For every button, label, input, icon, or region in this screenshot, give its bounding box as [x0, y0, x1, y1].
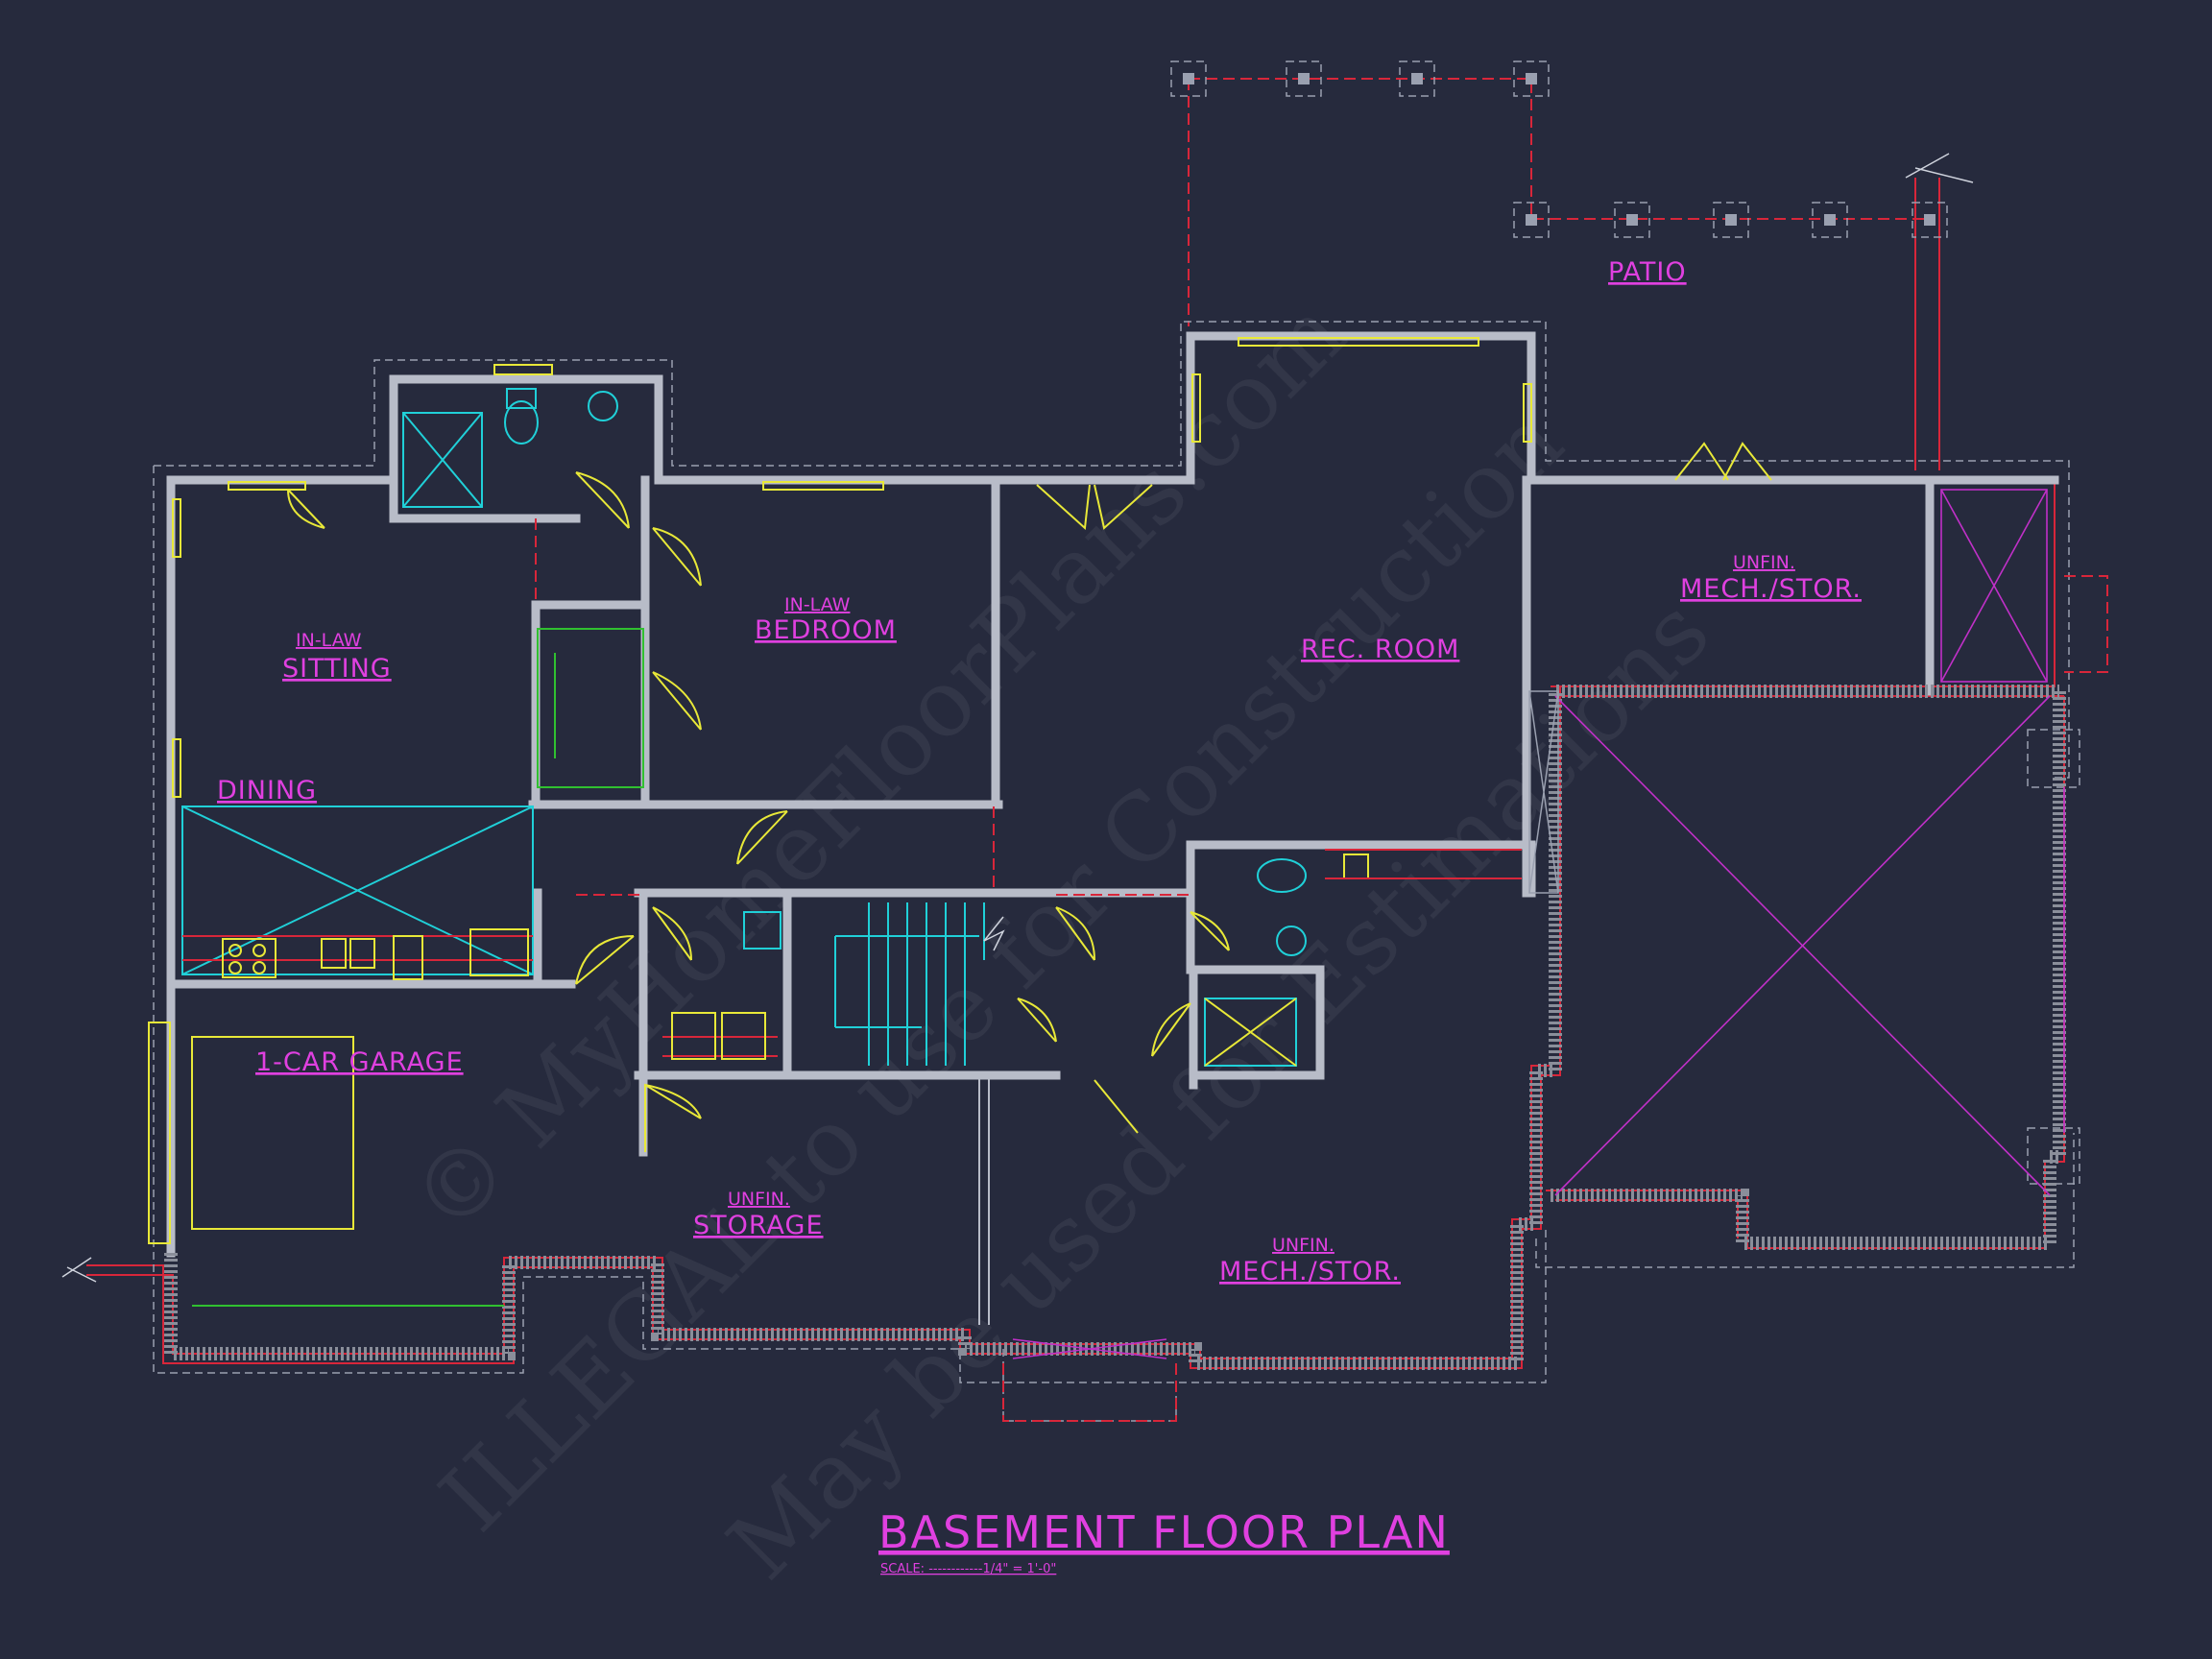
label-inlaw-bed-small: IN-LAW: [784, 594, 851, 615]
title-block: BASEMENT FLOOR PLAN SCALE: ------------1…: [878, 1506, 1450, 1576]
label-mech-bottom: MECH./STOR.: [1219, 1257, 1401, 1286]
doors: [287, 471, 1230, 1152]
label-patio: PATIO: [1608, 257, 1687, 287]
label-mech-top-small: UNFIN.: [1733, 552, 1795, 573]
fixtures: [181, 388, 1369, 1067]
room-labels: PATIO UNFIN. MECH./STOR. IN-LAW BEDROOM …: [217, 257, 1862, 1286]
label-storage-small: UNFIN.: [728, 1189, 790, 1210]
label-storage: STORAGE: [693, 1211, 824, 1240]
plan-scale: SCALE: ------------1/4" = 1'-0": [880, 1562, 1056, 1576]
plan-title: BASEMENT FLOOR PLAN: [878, 1506, 1450, 1558]
label-dining: DINING: [217, 776, 317, 805]
label-sitting: SITTING: [282, 654, 392, 684]
open-to-below-marks: [1012, 489, 2065, 1359]
kitchen: [182, 628, 1522, 1060]
label-mech-top: MECH./STOR.: [1680, 574, 1862, 604]
foundation-walls: [164, 685, 2066, 1370]
windows: [148, 337, 1772, 1244]
garage-details: [61, 518, 1190, 1325]
label-bedroom: BEDROOM: [755, 615, 897, 645]
stair-treads: [834, 902, 985, 1066]
label-inlaw-sit-small: IN-LAW: [296, 630, 362, 651]
label-mech-bottom-small: UNFIN.: [1272, 1235, 1334, 1256]
patio-structure: [1170, 60, 1974, 470]
foundation-outline: [153, 321, 2108, 1422]
label-rec-room: REC. ROOM: [1301, 635, 1459, 664]
label-garage: 1-CAR GARAGE: [255, 1047, 464, 1077]
